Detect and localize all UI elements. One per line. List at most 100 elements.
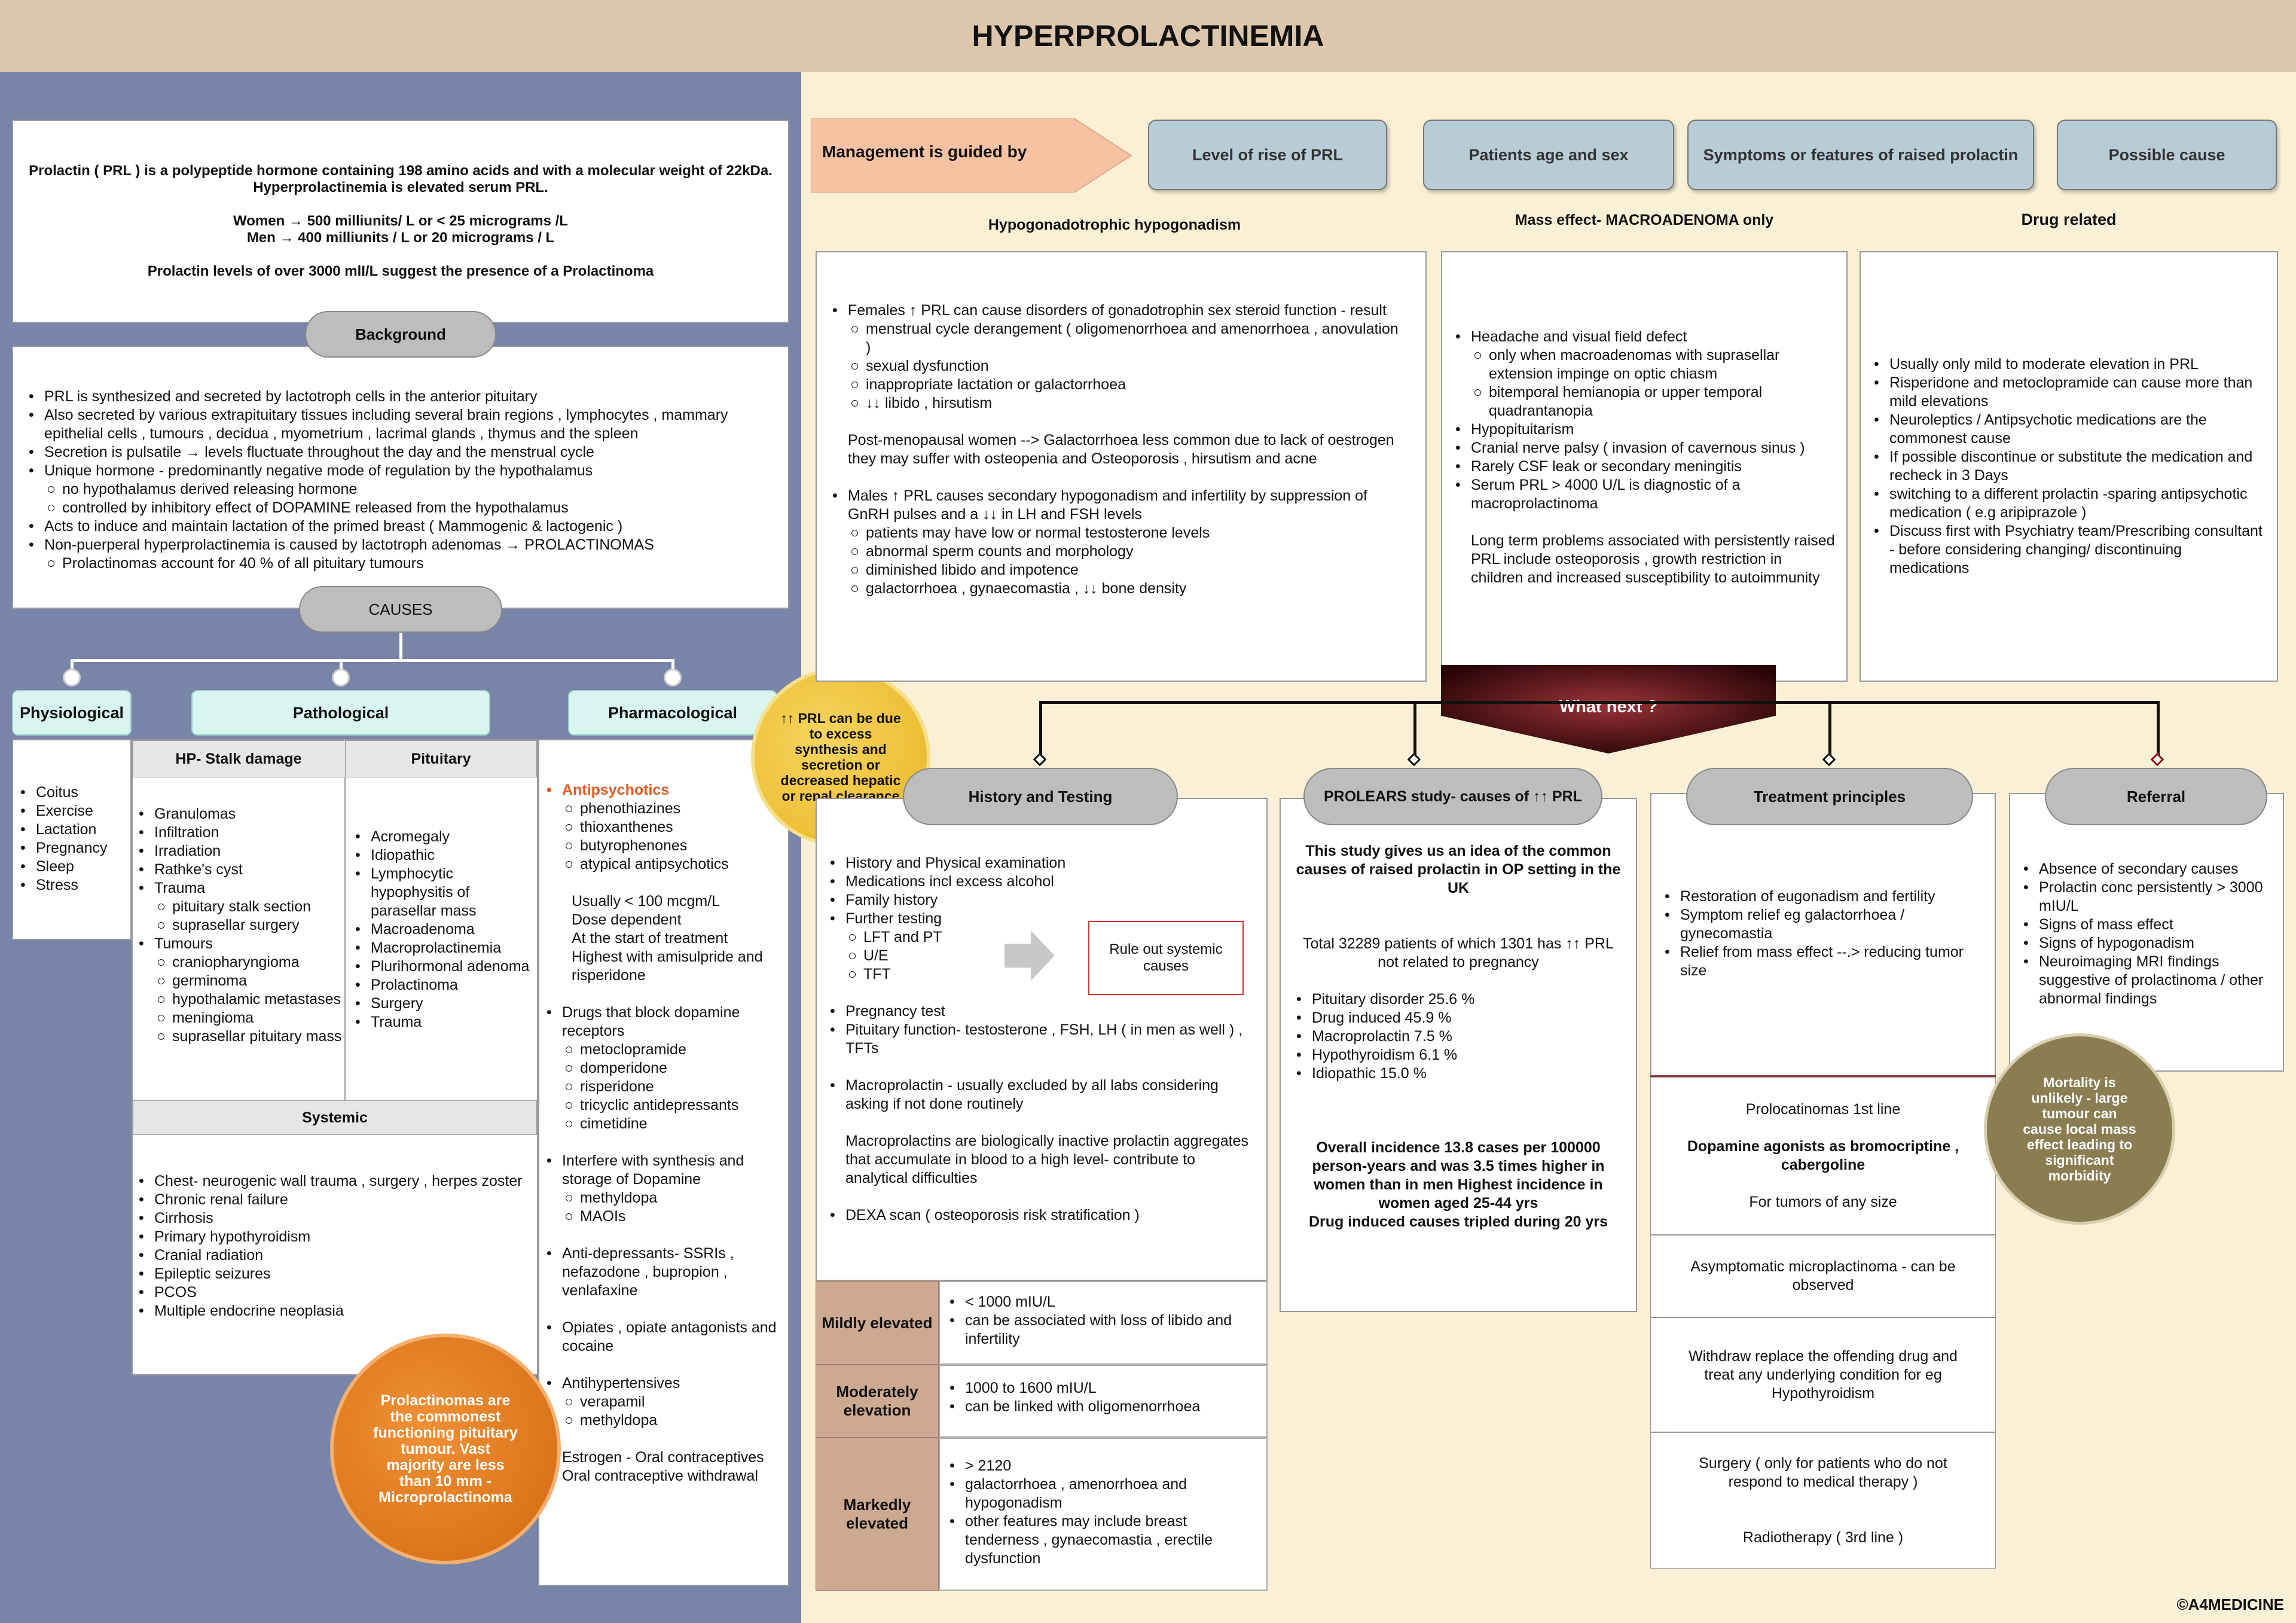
list-item: Macroprolactin - usually excluded by all… [826, 1076, 1257, 1113]
list-item: Interfere with synthesis and storage of … [543, 1152, 783, 1189]
list-item: Non-puerperal hyperprolactinemia is caus… [25, 536, 776, 554]
list-item: phenothiazines [562, 800, 783, 818]
treatment-divider [1650, 1075, 1996, 1077]
causes-connector [399, 633, 402, 660]
list-item: galactorrhoea , gynaecomastia , ↓↓ bone … [848, 579, 1407, 598]
intro-definition: Prolactin ( PRL ) is a polypeptide hormo… [29, 163, 773, 179]
connector-line [2157, 701, 2160, 758]
list-item: Pregnancy [17, 839, 126, 858]
treatment-observe: Asymptomatic microplactinoma - can be ob… [1650, 1235, 1996, 1317]
list-item: Rarely CSF leak or secondary meningitis [1452, 457, 1837, 476]
list-item: Idiopathic 15.0 % [1293, 1064, 1624, 1083]
list-item: Granulomas [135, 805, 344, 823]
list-item: Cranial radiation [135, 1246, 530, 1265]
header: HYPERPROLACTINEMIA [0, 0, 2296, 72]
list-item: Antihypertensives [543, 1374, 783, 1393]
intro-hyperprolactinemia: Hyperprolactinemia is elevated serum PRL… [253, 179, 548, 196]
list-item: LFT and PT [845, 928, 1257, 947]
divider [344, 777, 346, 1100]
list-item: Trauma [135, 879, 344, 898]
pituitary-header: Pituitary [345, 740, 537, 777]
rule-out-box: Rule out systemic causes [1088, 921, 1244, 995]
prolears-pill: PROLEARS study- causes of ↑↑ PRL [1303, 768, 1602, 825]
list-item: Oral contraceptive withdrawal [562, 1468, 758, 1484]
treatment-first-line-label: Prolocatinomas 1st line [1745, 1101, 1901, 1118]
list-item: Pituitary disorder 25.6 % [1293, 990, 1624, 1009]
list-item: If possible discontinue or substitute th… [1870, 448, 2265, 485]
list-item: Secretion is pulsatile → levels fluctuat… [25, 443, 776, 462]
list-item: Chronic renal failure [135, 1191, 530, 1209]
list-item: tricyclic antidepressants [562, 1096, 783, 1115]
list-item: domperidone [562, 1059, 783, 1078]
list-item: Females ↑ PRL can cause disorders of gon… [829, 301, 1407, 320]
intro-women: Women → 500 milliunits/ L or < 25 microg… [233, 213, 568, 229]
list-item: Prolactin conc persistently > 3000 mIU/L [2020, 878, 2273, 916]
treatment-box: Restoration of eugonadism and fertility … [1650, 793, 1996, 1076]
list-item: Family history [826, 891, 1257, 910]
list-item: Trauma [352, 1013, 534, 1032]
list-item: Absence of secondary causes [2020, 860, 2273, 878]
list-item: Males ↑ PRL causes secondary hypogonadis… [829, 487, 1407, 524]
list-item: > 2120 [946, 1457, 1260, 1475]
list-item: metoclopramide [562, 1041, 783, 1059]
history-pill: History and Testing [903, 768, 1178, 825]
treatment-first-line: Prolocatinomas 1st line Dopamine agonist… [1650, 1077, 1996, 1235]
level-marked-box: > 2120 galactorrhoea , amenorrhoea and h… [939, 1438, 1268, 1591]
list-item: Restoration of eugonadism and fertility [1661, 887, 1985, 906]
list-item: Neuroleptics / Antipsychotic medications… [1870, 411, 2265, 448]
list-item: Cirrhosis [135, 1209, 530, 1228]
list-item: can be associated with loss of libido an… [946, 1311, 1260, 1349]
treatment-surgery: Surgery ( only for patients who do not r… [1650, 1432, 1996, 1569]
list-item: germinoma [154, 972, 344, 990]
list-item: Risperidone and metoclopramide can cause… [1870, 374, 2265, 411]
list-item: controlled by inhibitory effect of DOPAM… [44, 499, 776, 517]
list-item: < 1000 mIU/L [946, 1293, 1260, 1311]
list-item: Also secreted by various extrapituitary … [25, 406, 776, 443]
drug-related-box: Usually only mild to moderate elevation … [1860, 251, 2278, 682]
physiological-box: Coitus Exercise Lactation Pregnancy Slee… [12, 739, 132, 940]
note: At the start of treatment [572, 930, 728, 947]
tab-physiological: Physiological [12, 690, 132, 736]
hp-stalk-header: HP- Stalk damage [133, 740, 344, 777]
list-item: suprasellar pituitary mass [154, 1027, 344, 1046]
list-item: other features may include breast tender… [946, 1512, 1260, 1568]
list-item: no hypothalamus derived releasing hormon… [44, 480, 776, 499]
systemic-list: Chest- neurogenic wall trauma , surgery … [135, 1172, 530, 1320]
connector-dot [63, 669, 81, 687]
col1-heading: Hypogonadotrophic hypogonadism [988, 216, 1241, 233]
orange-callout-circle: Prolactinomas are the commonest function… [330, 1334, 561, 1564]
list-item: cimetidine [562, 1115, 783, 1133]
list-item: Unique hormone - predominantly negative … [25, 462, 776, 480]
list-item: risperidone [562, 1078, 783, 1096]
list-item: Usually only mild to moderate elevation … [1870, 355, 2265, 374]
rule-out-text: Rule out systemic causes [1109, 941, 1223, 974]
list-item: Hypothyroidism 6.1 % [1293, 1046, 1624, 1064]
antipsychotics-label: Antipsychotics [543, 781, 783, 800]
referral-pill: Referral [2045, 768, 2267, 825]
background-box: PRL is synthesized and secreted by lacto… [12, 346, 789, 609]
connector-dot [332, 669, 350, 687]
referral-box: Absence of secondary causes Prolactin co… [2009, 793, 2284, 1072]
treatment-surgery-text: Surgery ( only for patients who do not r… [1699, 1454, 1947, 1490]
list-item: Exercise [17, 802, 126, 820]
management-label: Management is guided by [822, 142, 1027, 161]
list-item: DEXA scan ( osteoporosis risk stratifica… [826, 1206, 1257, 1225]
list-item: abnormal sperm counts and morphology [848, 542, 1407, 561]
list-item: Estrogen - Oral contraceptives [543, 1448, 783, 1467]
list-item: Signs of mass effect [2020, 916, 2273, 934]
list-item: butyrophenones [562, 837, 783, 855]
prolears-total: Total 32289 patients of which 1301 has ↑… [1303, 935, 1614, 971]
list-item: Infiltration [135, 823, 344, 842]
list-item: TFT [845, 965, 1257, 984]
list-item: Drugs that block dopamine receptors [543, 1003, 783, 1041]
list-item: Medications incl excess alcohol [826, 872, 1257, 891]
list-item: Neuroimaging MRI findings suggestive of … [2020, 953, 2273, 1008]
treatment-pill: Treatment principles [1686, 768, 1973, 825]
history-box: History and Physical examination Medicat… [816, 798, 1268, 1281]
list-item: ↓↓ libido , hirsutism [848, 394, 1407, 413]
tab-pathological: Pathological [191, 690, 490, 736]
list-item: atypical antipsychotics [562, 855, 783, 874]
treatment-withdraw-text: Withdraw replace the offending drug and … [1689, 1347, 1958, 1402]
treatment-withdraw: Withdraw replace the offending drug and … [1650, 1317, 1996, 1432]
list-item: Stress [17, 876, 126, 895]
